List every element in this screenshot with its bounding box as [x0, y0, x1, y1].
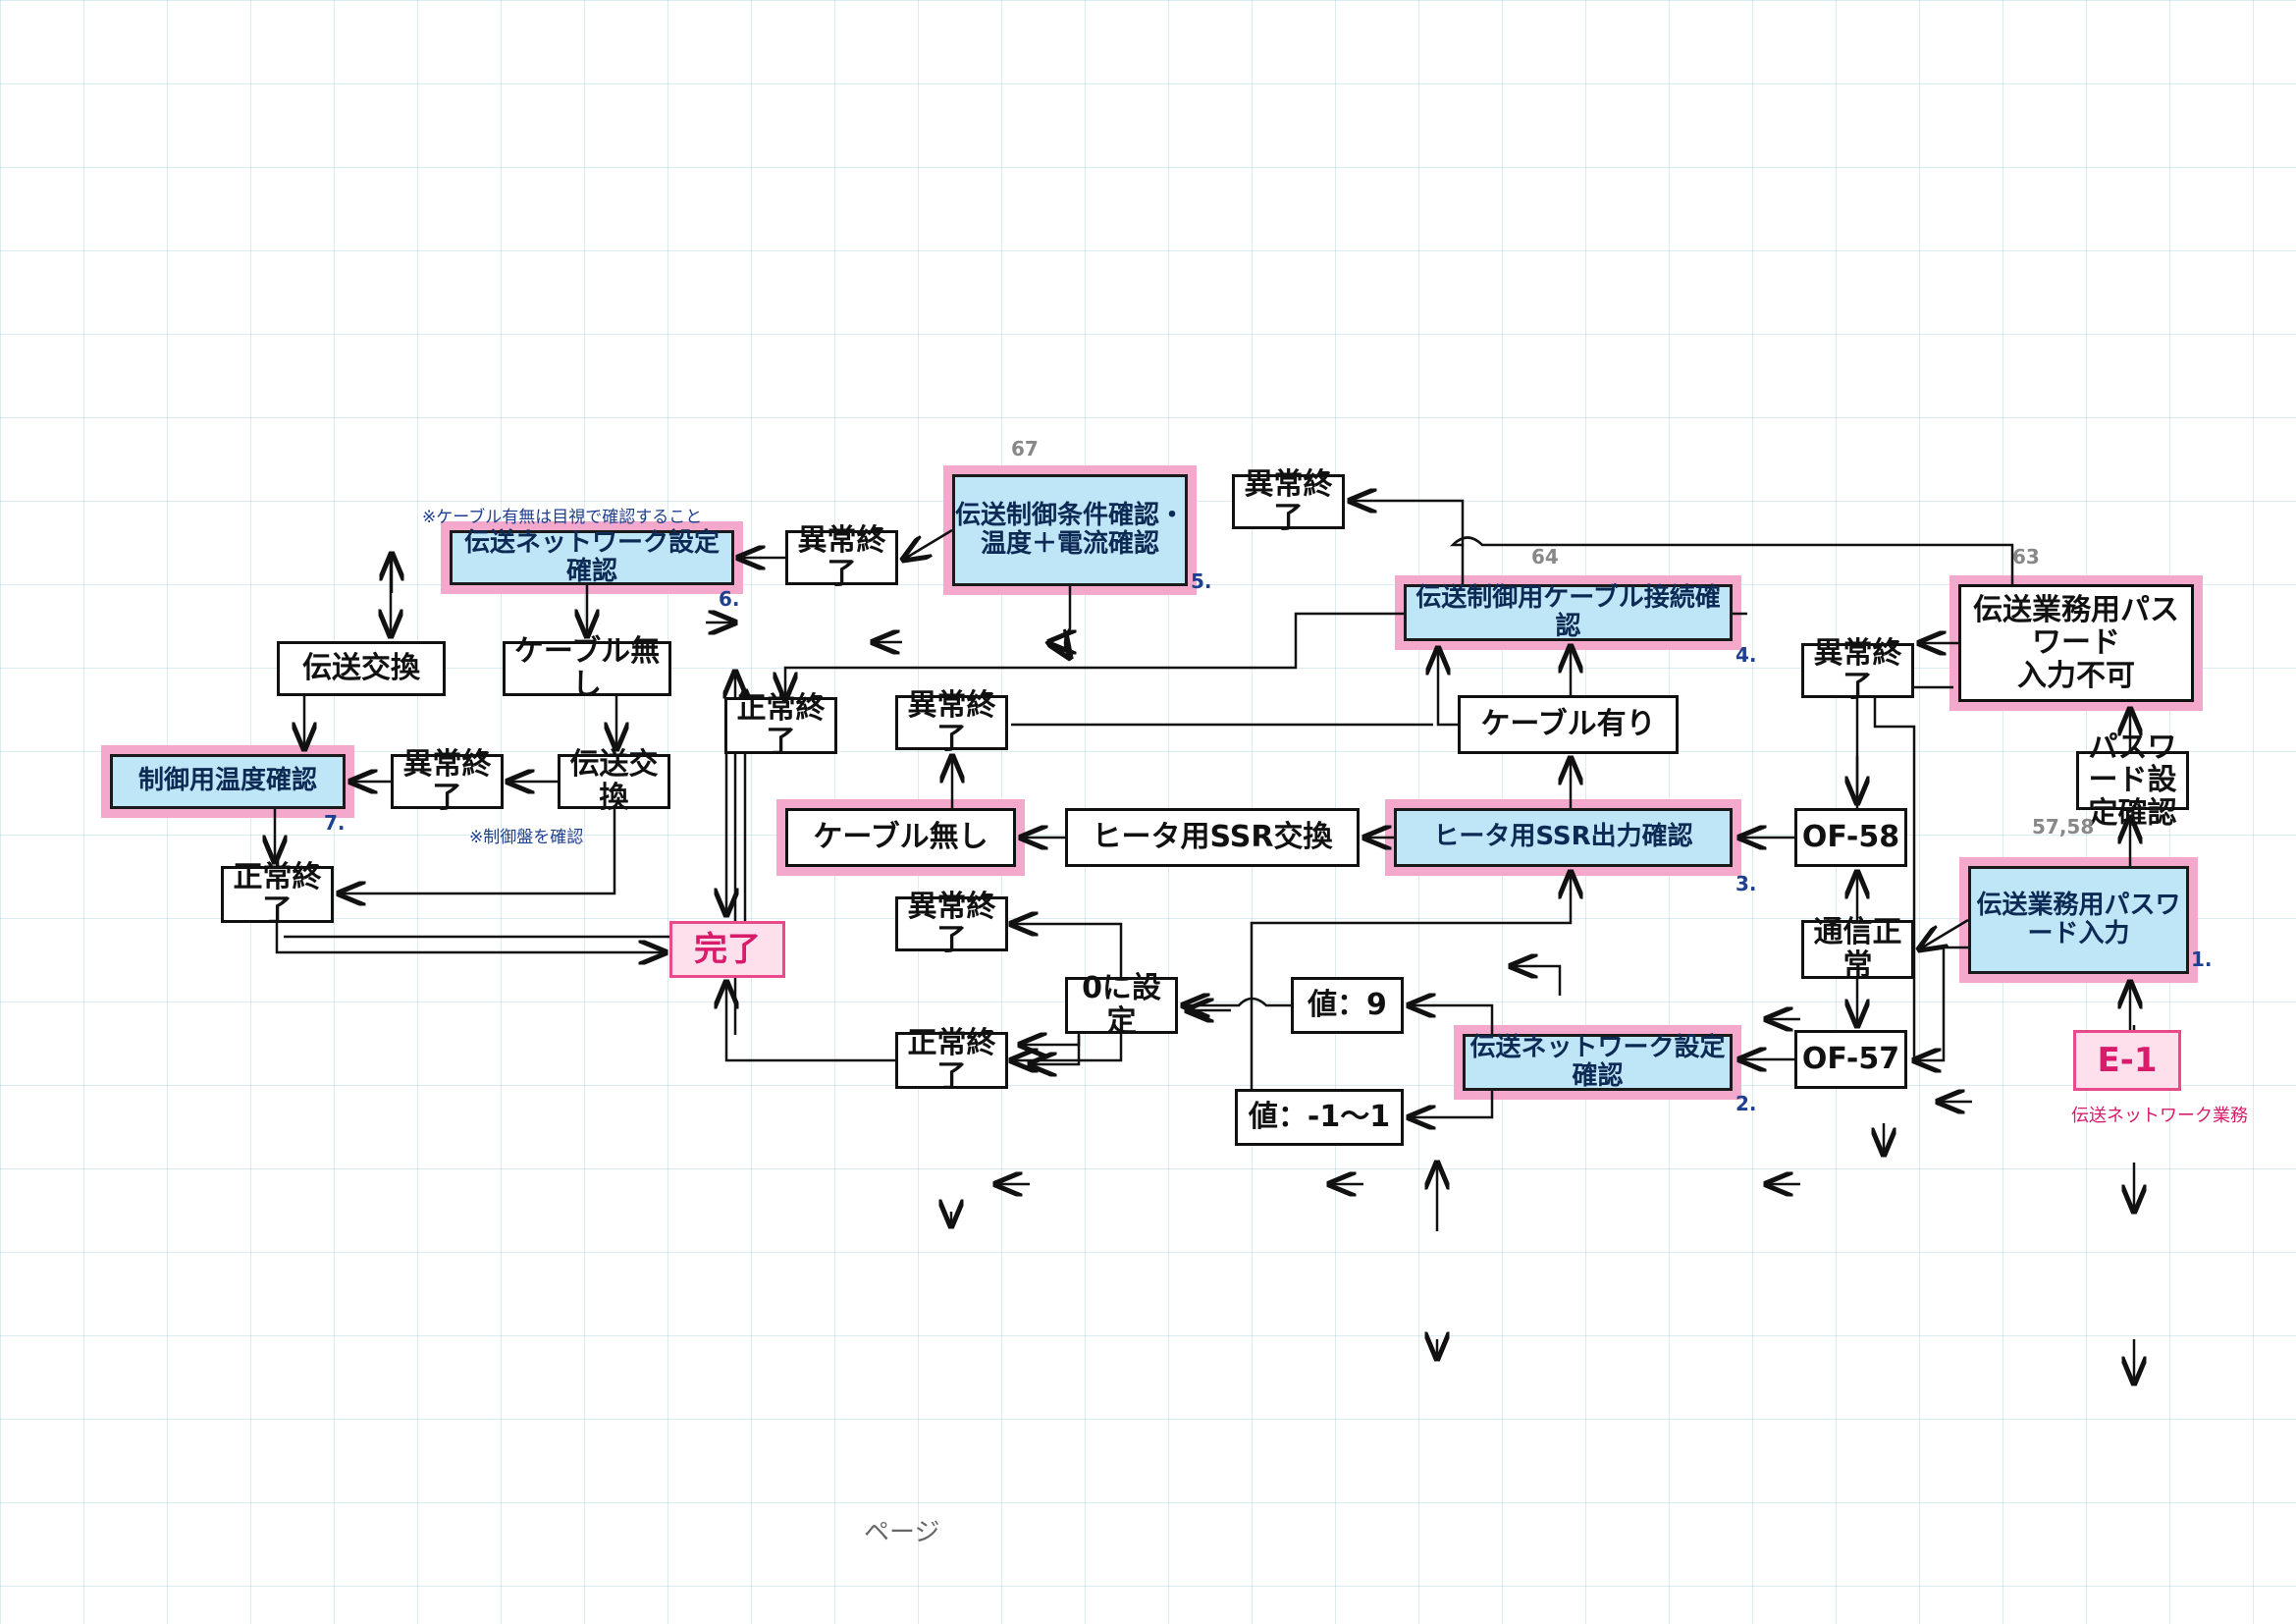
complete-node: 完了	[669, 921, 785, 978]
password-check-box: パスワード設定確認	[2076, 731, 2189, 830]
step-2-label: 伝送ネットワーク設定確認	[1469, 1032, 1726, 1091]
footer-text: ページ	[864, 1518, 940, 1547]
cable-present-label: ケーブル無し	[513, 634, 661, 702]
step-6-label: 伝送ネットワーク設定確認	[463, 527, 720, 586]
value-range-box: 値：-1〜1	[1235, 1089, 1404, 1146]
set-zero-box: 0に設定	[1065, 972, 1178, 1038]
normal-end-1-label: 正常終了	[907, 1026, 996, 1094]
transfer-change-box: 伝送交換	[558, 748, 670, 814]
value-9-box: 値：9	[1291, 977, 1404, 1034]
not-energized-label: ケーブル有り	[1480, 707, 1656, 742]
complete-label: 完了	[694, 929, 761, 969]
step-5-number: 5.	[1191, 569, 1212, 593]
normal-end-3-label: 正常終了	[233, 860, 322, 928]
step-2-number: 2.	[1735, 1092, 1757, 1115]
step-7-number: 7.	[324, 811, 346, 835]
start-title: E-1	[2097, 1040, 2158, 1080]
abnormal-end-6-label: 異常終了	[402, 747, 492, 815]
step-6-note: ※ケーブル有無は目視で確認すること	[422, 508, 703, 527]
energized-label: ヒータ用SSR交換	[1092, 820, 1333, 855]
abnormal-end-5-label: 異常終了	[797, 523, 886, 591]
abnormal-end-3-label: 異常終了	[907, 890, 996, 957]
abnormal-end-3: 異常終了	[895, 891, 1008, 956]
normal-end-1: 正常終了	[895, 1027, 1008, 1093]
value-9-label: 値：9	[1308, 988, 1387, 1023]
normal-end-2-label: 正常終了	[736, 691, 826, 759]
ref-57-58: 57,58	[2032, 815, 2095, 839]
step-3-label: ヒータ用SSR出力確認	[1433, 822, 1693, 852]
step-3-number: 3.	[1735, 872, 1757, 895]
step-1-box: 伝送業務用パスワード入力	[1968, 866, 2189, 974]
step-7-label: 制御用温度確認	[137, 766, 317, 796]
abnormal-end-1-label: 異常終了	[1813, 636, 1902, 704]
ok-branch-label: 通信正常	[1813, 915, 1902, 983]
ref-64: 64	[1531, 545, 1559, 568]
cable-absent-box: 伝送交換	[277, 641, 446, 696]
step-6-box: 伝送ネットワーク設定確認	[450, 527, 734, 586]
start-note: 伝送ネットワーク業務	[2071, 1106, 2248, 1126]
password-check-label: パスワード設定確認	[2088, 730, 2177, 831]
ref-63: 63	[2012, 545, 2040, 568]
normal-end-3: 正常終了	[221, 861, 334, 927]
start-node: E-1	[2073, 1030, 2181, 1091]
step-4-label: 伝送制御用ケーブル接続確認	[1415, 582, 1721, 641]
step-1-label: 伝送業務用パスワード入力	[1976, 890, 2181, 948]
ok-branch-box: 通信正常	[1801, 916, 1914, 982]
password-fail-label: 伝送業務用パスワード 入力不可	[1973, 592, 2179, 693]
step-6-number: 6.	[719, 587, 740, 611]
step-5-box: 伝送制御条件確認・ 温度＋電流確認	[952, 474, 1188, 586]
abnormal-end-6: 異常終了	[391, 748, 504, 814]
abnormal-end-4-label: 異常終了	[1244, 467, 1333, 535]
of58-box: OF-58	[1794, 808, 1907, 867]
of57-label: OF-57	[1801, 1042, 1900, 1077]
step-3-box: ヒータ用SSR出力確認	[1394, 808, 1733, 867]
abnormal-end-2-label: 異常終了	[907, 688, 996, 756]
cable-absent-label: 伝送交換	[302, 651, 420, 686]
of58-label: OF-58	[1801, 820, 1900, 855]
step-4-number: 4.	[1735, 643, 1757, 667]
step-1-number: 1.	[2191, 947, 2213, 971]
step-4-box: 伝送制御用ケーブル接続確認	[1404, 582, 1733, 641]
set-zero-label: 0に設定	[1082, 971, 1161, 1039]
of57-box: OF-57	[1794, 1030, 1907, 1089]
value-range-label: 値：-1〜1	[1248, 1100, 1391, 1135]
abnormal-end-5: 異常終了	[785, 524, 898, 590]
step-5-label: 伝送制御条件確認・ 温度＋電流確認	[955, 500, 1186, 559]
abnormal-end-4: 異常終了	[1232, 468, 1345, 534]
normal-end-2: 正常終了	[724, 692, 837, 758]
ssr-replace-label: ケーブル無し	[813, 820, 988, 855]
step-2-box: 伝送ネットワーク設定確認	[1463, 1032, 1733, 1091]
step-7-box: 制御用温度確認	[110, 754, 346, 809]
abnormal-end-1: 異常終了	[1801, 637, 1914, 703]
not-energized-box: ケーブル有り	[1458, 695, 1679, 754]
step-7-note: ※制御盤を確認	[469, 828, 584, 847]
transfer-change-label: 伝送交換	[569, 747, 659, 815]
ssr-replace-box: ケーブル無し	[785, 808, 1016, 867]
abnormal-end-2: 異常終了	[895, 689, 1008, 755]
cable-present-box: ケーブル無し	[503, 635, 671, 701]
energized-box: ヒータ用SSR交換	[1065, 808, 1360, 867]
password-fail-box: 伝送業務用パスワード 入力不可	[1958, 584, 2194, 702]
ref-67: 67	[1011, 437, 1039, 460]
